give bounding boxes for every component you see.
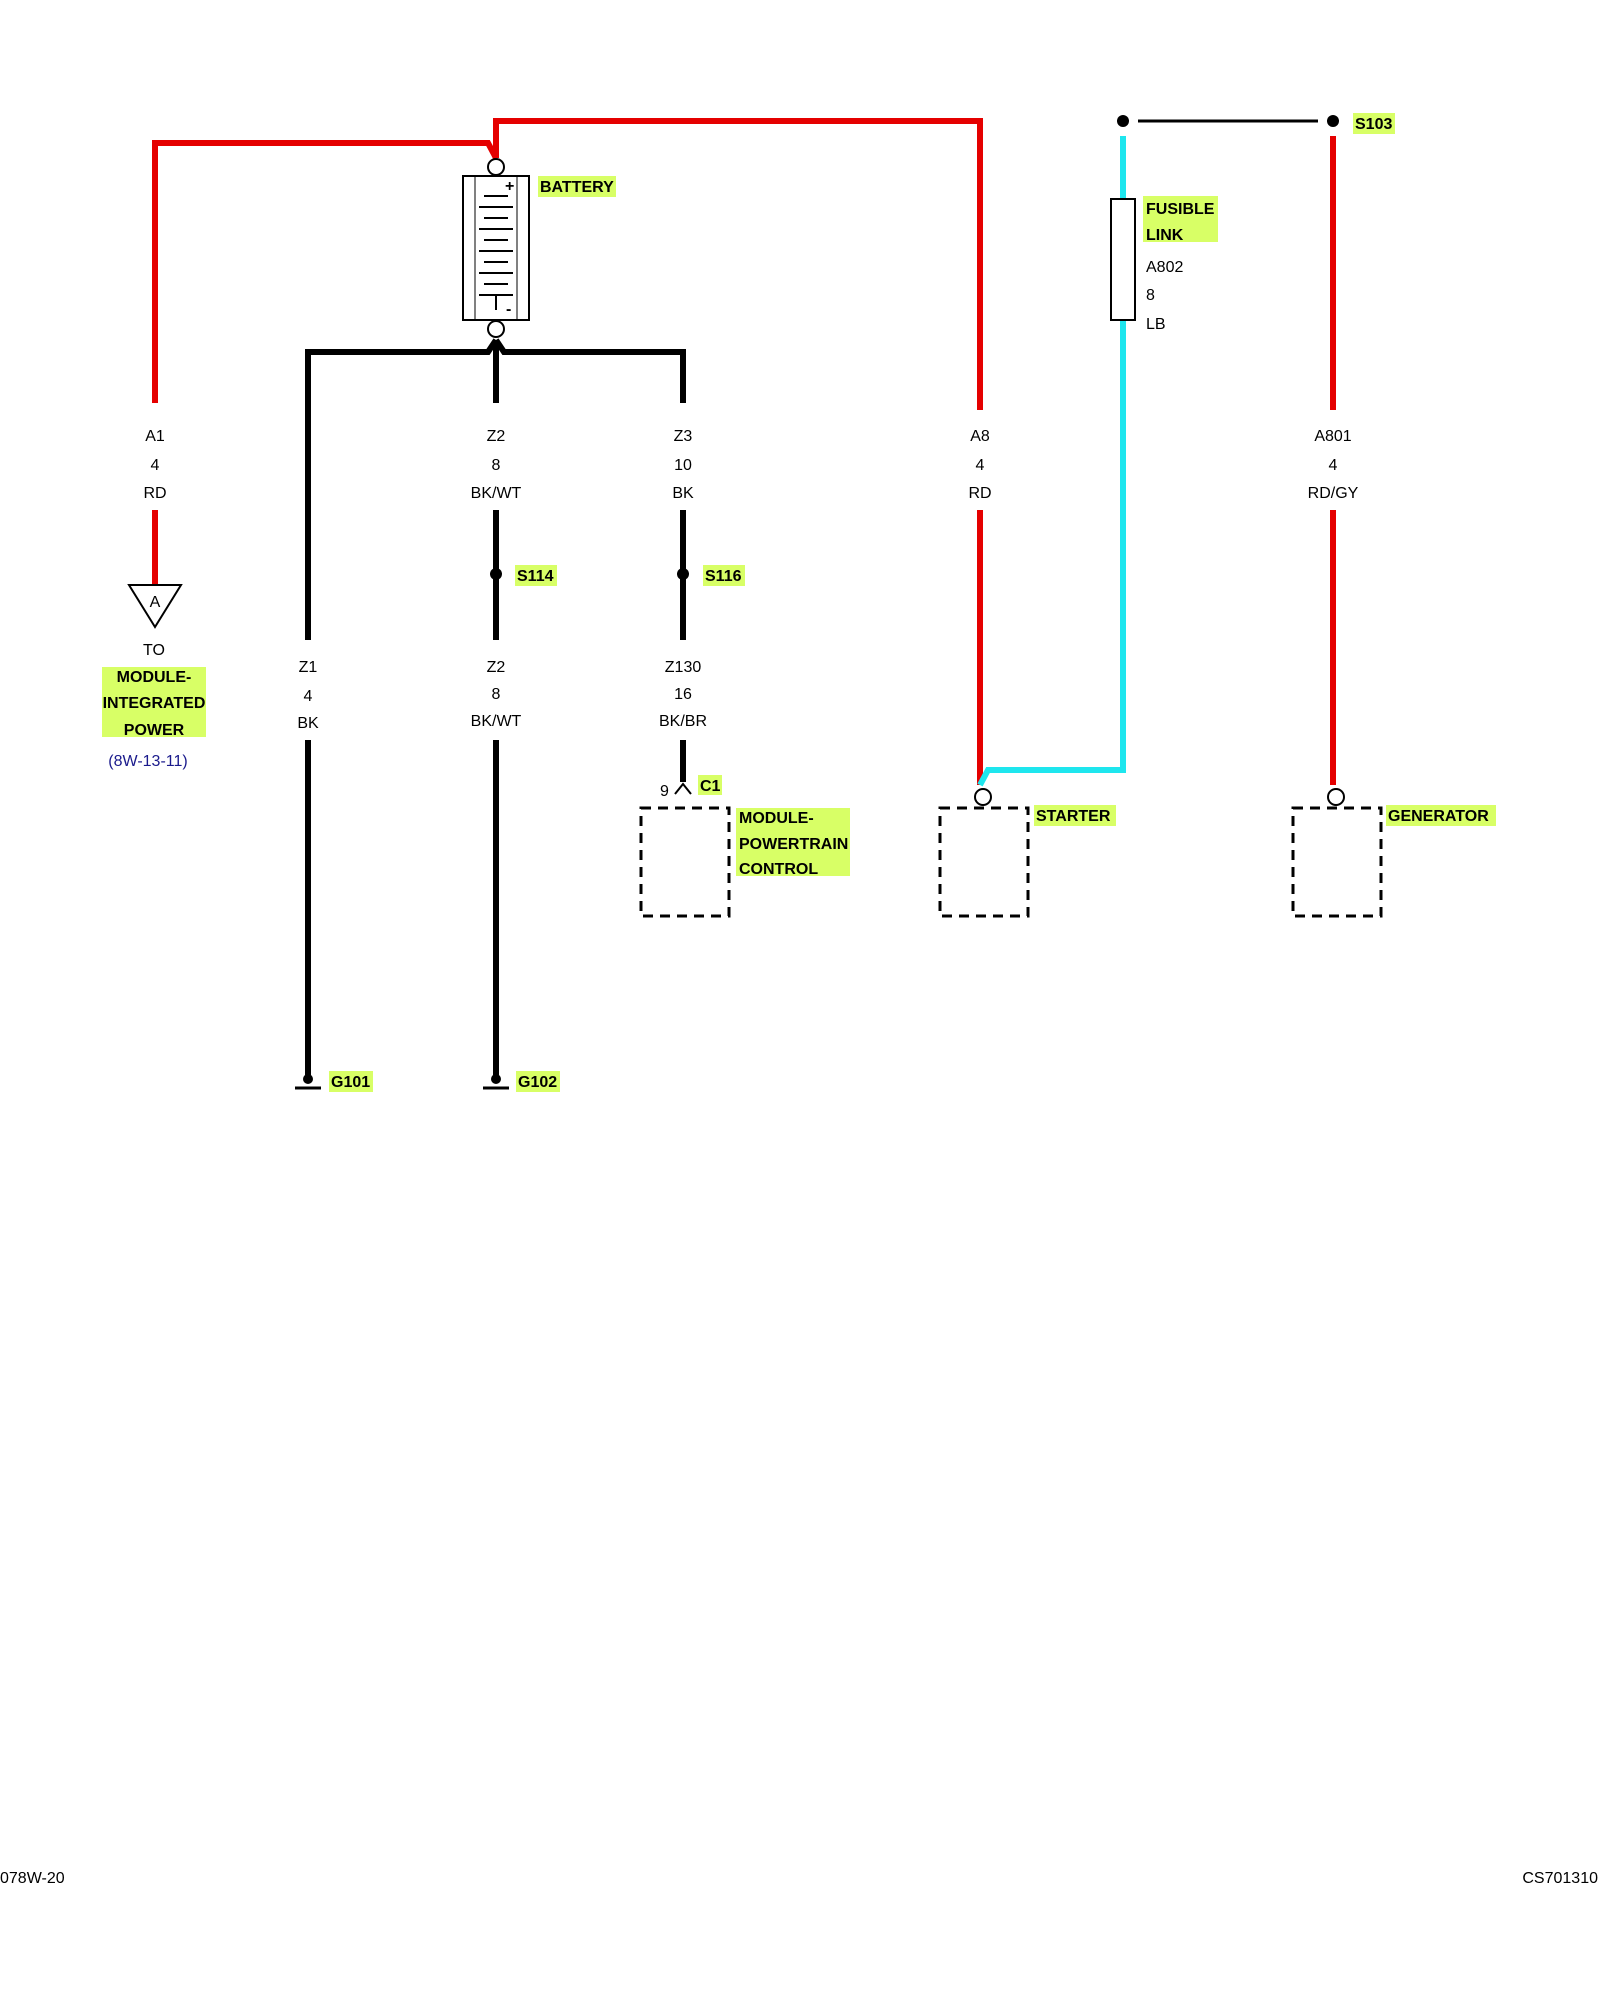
wire-a1-top [152,140,499,403]
battery-positive-mark: + [505,178,514,195]
generator-highlight [1386,805,1496,826]
svg-text:16: 16 [674,686,692,703]
fusible-link-symbol [1110,198,1136,321]
wire-label-z1: Z1 4 BK [297,659,319,732]
wire-label-a802: A802 8 LB [1146,259,1183,333]
wire-z1-top [305,338,499,640]
svg-text:LB: LB [1146,316,1166,333]
svg-text:RD: RD [968,485,991,502]
s116-label: S116 [705,568,742,585]
c1-pin-label: 9 [660,783,669,800]
fusible-link-highlight [1143,196,1218,242]
c1-highlight [698,775,722,795]
splice-dot-s103 [1327,115,1339,127]
generator-box [1291,806,1383,918]
starter-label: STARTER [1036,808,1111,825]
svg-text:10: 10 [674,457,692,474]
module-powertrain-label-1: MODULE- [739,810,814,827]
svg-text:A1: A1 [145,428,165,445]
footer-right-code: CS701310 [1522,1870,1598,1887]
connector-a-label: A [150,594,161,611]
module-powertrain-label-3: CONTROL [739,861,818,878]
svg-text:4: 4 [1329,457,1338,474]
svg-text:A802: A802 [1146,259,1183,276]
g102-label: G102 [518,1074,557,1091]
svg-text:4: 4 [976,457,985,474]
svg-text:BK/WT: BK/WT [471,485,522,502]
module-integrated-power-label-3: POWER [124,722,185,739]
svg-text:Z2: Z2 [487,428,506,445]
fusible-link-label-1: FUSIBLE [1146,201,1215,218]
connector-c1-symbol [674,782,692,795]
s114-highlight [515,565,557,586]
module-powertrain-label-2: POWERTRAIN [739,836,848,853]
svg-text:Z130: Z130 [665,659,702,676]
svg-text:RD/GY: RD/GY [1308,485,1359,502]
page-ref-link[interactable]: (8W-13-11) [108,753,187,770]
wire-label-z130: Z130 16 BK/BR [659,659,707,730]
wire-label-a801: A801 4 RD/GY [1308,428,1359,502]
wire-z3-top [493,338,686,403]
s103-highlight [1353,113,1395,134]
s116-highlight [703,565,745,586]
svg-text:8: 8 [492,457,501,474]
svg-text:BK: BK [297,715,319,732]
wire-label-a1: A1 4 RD [143,428,166,502]
splice-dot-left [1117,115,1129,127]
svg-text:8: 8 [492,686,501,703]
fusible-link-label-2: LINK [1146,227,1184,244]
svg-text:BK: BK [672,485,694,502]
ground-g102-symbol [483,1074,509,1090]
generator-label: GENERATOR [1388,808,1489,825]
battery-label: BATTERY [540,179,614,196]
svg-text:4: 4 [304,688,313,705]
svg-text:BK/BR: BK/BR [659,713,707,730]
c1-label: C1 [700,778,721,795]
svg-text:Z1: Z1 [299,659,318,676]
battery-highlight [538,176,616,197]
s114-label: S114 [517,568,554,585]
s103-label: S103 [1355,116,1392,133]
module-powertrain-highlight [736,808,850,876]
splice-dot-s116 [677,568,689,580]
g102-highlight [516,1071,560,1092]
module-powertrain-box [639,806,731,918]
wire-label-z3: Z3 10 BK [672,428,694,502]
svg-text:A801: A801 [1314,428,1351,445]
splice-dot-s114 [490,568,502,580]
g101-label: G101 [331,1074,370,1091]
generator-terminal [1327,788,1345,806]
ground-g101-symbol [295,1074,321,1090]
battery-symbol [462,158,530,338]
wire-a802-bottom [977,318,1126,787]
connector-a-triangle [127,584,183,629]
svg-text:A8: A8 [970,428,990,445]
svg-text:Z2: Z2 [487,659,506,676]
svg-text:Z3: Z3 [674,428,693,445]
wire-label-z2-bottom: Z2 8 BK/WT [471,659,522,730]
module-integrated-power-label-1: MODULE- [117,669,192,686]
g101-highlight [329,1071,373,1092]
module-integrated-power-highlight [102,667,206,737]
footer-left-code: 078W-20 [0,1870,65,1887]
module-integrated-power-label-2: INTEGRATED [103,695,206,712]
wire-label-a8: A8 4 RD [968,428,991,502]
wire-label-z2-top: Z2 8 BK/WT [471,428,522,502]
svg-text:8: 8 [1146,287,1155,304]
starter-highlight [1034,805,1116,826]
svg-text:4: 4 [151,457,160,474]
wire-a8-top [493,118,983,410]
svg-text:RD: RD [143,485,166,502]
starter-box [938,806,1030,918]
battery-negative-mark: - [506,301,511,318]
svg-text:BK/WT: BK/WT [471,713,522,730]
to-label: TO [143,642,165,659]
starter-terminal [974,788,992,806]
